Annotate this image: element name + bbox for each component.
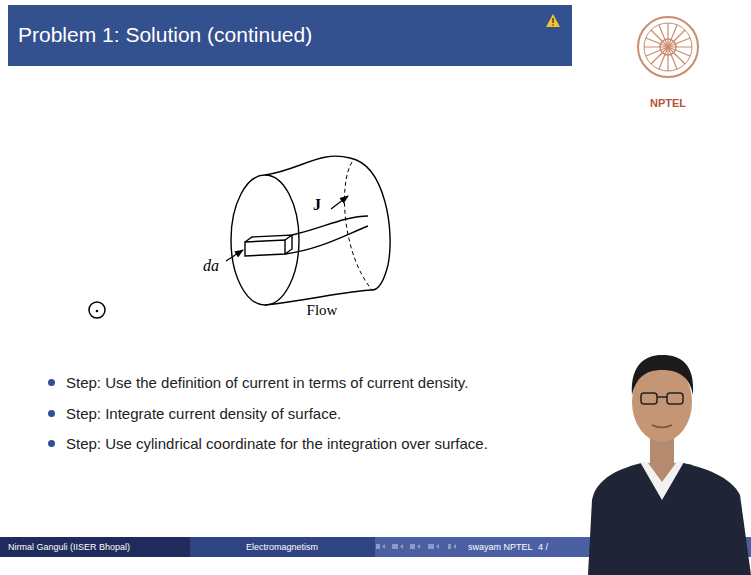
slide-title: Problem 1: Solution (continued) (18, 23, 312, 47)
bullet-text: Step: Integrate current density of surfa… (66, 405, 341, 422)
title-bar (8, 5, 572, 66)
navigation-symbols (376, 544, 456, 549)
pointer-cursor (89, 302, 105, 318)
footer-middle (190, 537, 375, 557)
area-label: da (203, 257, 219, 275)
bullet-marker (48, 410, 55, 417)
page-number: 4 / (538, 542, 548, 552)
bullet-text: Step: Use cylindrical coordinate for the… (66, 435, 488, 452)
bullet-marker (48, 440, 55, 447)
bullet-marker (48, 379, 55, 386)
presenter-video (588, 355, 751, 575)
bullet-text: Step: Use the definition of current in t… (66, 374, 468, 391)
nptel-logo (638, 17, 698, 77)
flow-label: Flow (307, 302, 338, 319)
vector-label: J (313, 196, 321, 214)
current-tube (231, 156, 390, 305)
footer-course: Electromagnetism (246, 542, 318, 552)
logo-text: NPTEL (650, 97, 686, 110)
footer-left (0, 537, 190, 557)
warning-icon (546, 14, 560, 27)
footer-author: Nirmal Ganguli (IISER Bhopal) (8, 542, 130, 552)
current-arrow (331, 196, 348, 209)
footer-platform: swayam NPTEL (468, 542, 533, 552)
da-arrow (226, 250, 243, 261)
